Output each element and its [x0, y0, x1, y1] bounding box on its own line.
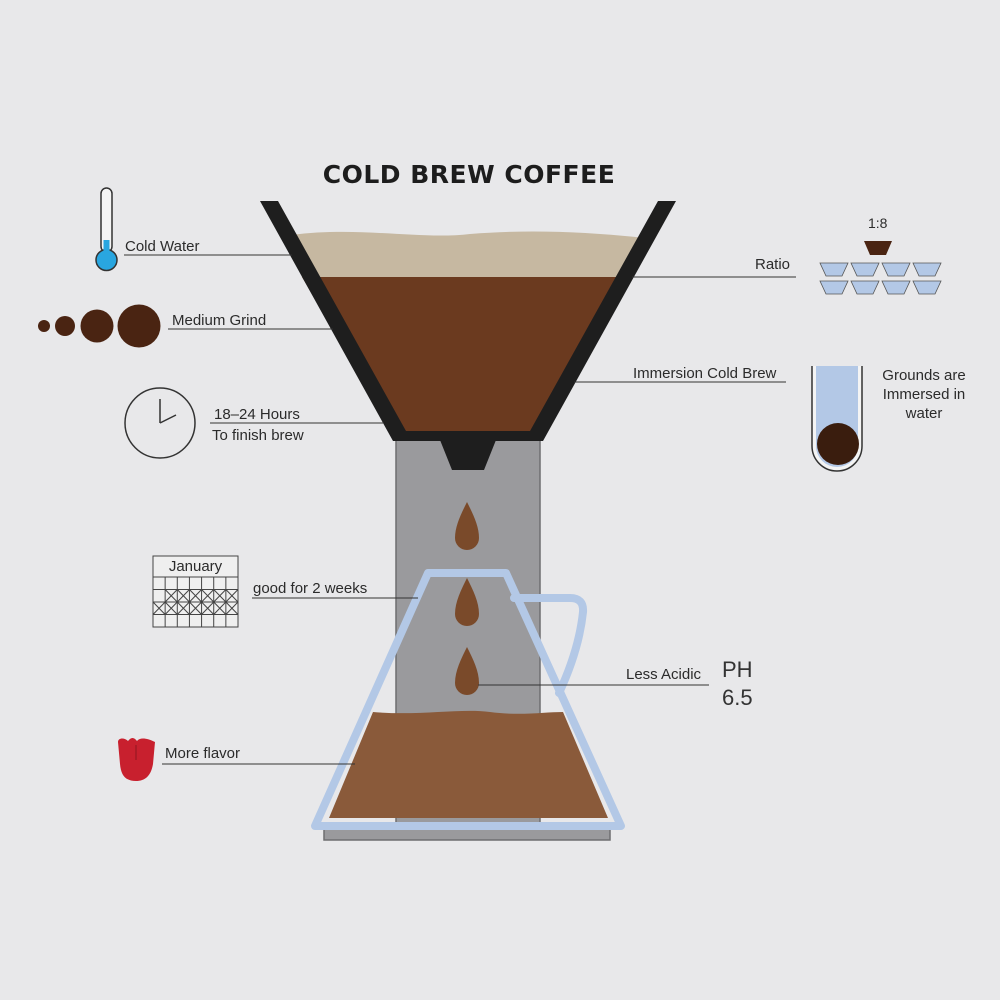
water-cup — [819, 280, 849, 295]
carafe-coffee — [329, 710, 608, 818]
cold-water-label: Cold Water — [125, 238, 200, 255]
hours-label: 18–24 Hours — [214, 406, 300, 423]
leader-lines — [124, 254, 796, 765]
grind-dots-icon — [38, 304, 161, 348]
water-cup — [850, 280, 880, 295]
calendar-crossed-day — [225, 601, 239, 615]
calendar-crossed-day — [164, 589, 178, 603]
more-flavor-label: More flavor — [165, 745, 241, 762]
calendar-crossed-day — [176, 589, 190, 603]
immersion-label: Immersion Cold Brew — [633, 365, 777, 382]
water-cup — [881, 262, 911, 277]
finish-brew-label: To finish brew — [212, 427, 304, 444]
calendar-crossed-day — [201, 589, 215, 603]
grounds-line-1: Grounds are — [882, 367, 966, 384]
ratio-cups-icon — [819, 241, 942, 295]
calendar-crossed-day — [213, 601, 227, 615]
carafe-handle — [510, 594, 588, 697]
calendar-crossed-day — [213, 589, 227, 603]
water-cup — [819, 262, 849, 277]
funnel-frame — [260, 201, 676, 441]
calendar-icon — [152, 555, 239, 628]
ph-value: 6.5 — [722, 685, 753, 710]
page-title: COLD BREW COFFEE — [322, 160, 616, 189]
calendar-month-label: January — [168, 558, 223, 575]
good-for-label: good for 2 weeks — [253, 580, 368, 597]
calendar-crossed-day — [164, 601, 178, 615]
medium-grind-label: Medium Grind — [172, 312, 267, 329]
calendar-crossed-day — [189, 601, 202, 615]
water-cup — [912, 280, 942, 295]
water-cup — [912, 262, 942, 277]
funnel-outlet — [440, 440, 496, 470]
grounds-line-3: water — [905, 405, 943, 422]
clock-icon — [124, 387, 196, 459]
thermometer-icon — [95, 187, 118, 272]
calendar-crossed-day — [201, 601, 215, 615]
ratio-label: Ratio — [755, 256, 791, 273]
ratio-value-label: 1:8 — [868, 215, 888, 231]
calendar-crossed-day — [225, 589, 239, 603]
drop-2 — [455, 578, 479, 626]
water-cup — [881, 280, 911, 295]
drop-1 — [455, 502, 479, 550]
test-tube-icon — [811, 366, 863, 472]
calendar-crossed-day — [152, 601, 166, 615]
carafe-body — [311, 569, 625, 830]
tongue-icon — [118, 738, 155, 781]
water-cup — [850, 262, 880, 277]
calendar-crossed-day — [189, 589, 202, 603]
calendar-crossed-day — [176, 601, 190, 615]
grounds-line-2: Immersed in — [882, 386, 966, 403]
less-acidic-label: Less Acidic — [626, 666, 702, 683]
drop-3 — [455, 647, 479, 695]
funnel-water-layer — [291, 231, 645, 277]
ph-label: PH — [722, 657, 753, 682]
